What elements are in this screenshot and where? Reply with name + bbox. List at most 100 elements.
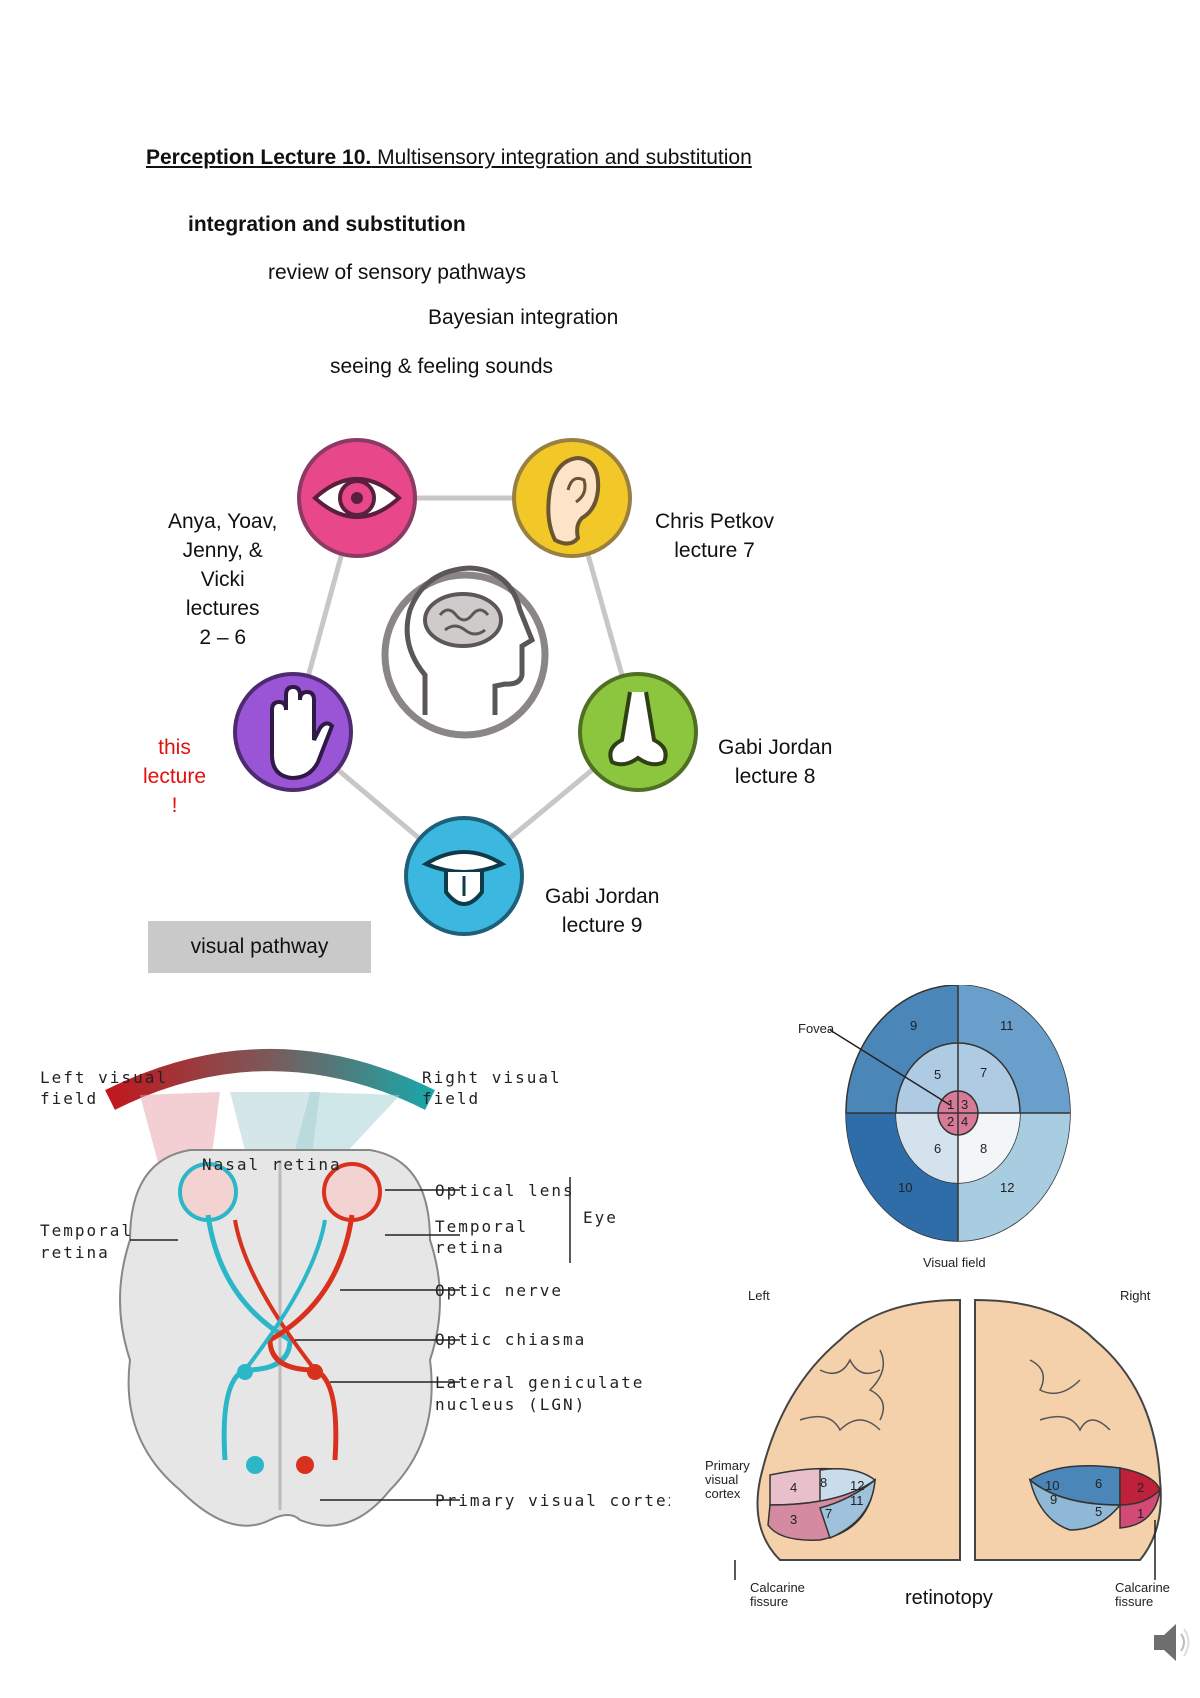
svg-text:Eye: Eye — [583, 1208, 618, 1227]
svg-text:4: 4 — [961, 1114, 968, 1129]
optical-lens-label: Optical lens — [435, 1181, 575, 1200]
retino-number: 2 — [1137, 1480, 1144, 1495]
svg-text:retina: retina — [40, 1243, 110, 1262]
vf-number: 9 — [910, 1018, 917, 1033]
svg-text:Optical lens: Optical lens — [435, 1181, 575, 1200]
hearing-label: Chris Petkov lecture 7 — [655, 507, 774, 565]
svg-text:6: 6 — [934, 1141, 941, 1156]
svg-text:10: 10 — [1045, 1478, 1059, 1493]
outline-item-seeing-feeling: seeing & feeling sounds — [330, 355, 553, 378]
speaker-icon[interactable] — [1150, 1620, 1190, 1665]
svg-text:8: 8 — [980, 1141, 987, 1156]
retino-number: 3 — [790, 1512, 797, 1527]
left-visual-field-label-2: field — [40, 1089, 98, 1108]
smell-label: Gabi Jordan lecture 8 — [718, 733, 832, 791]
lgn-label-2: nucleus (LGN) — [435, 1395, 586, 1414]
left-visual-field-label: Left visual — [40, 1068, 168, 1087]
visual-field-diagram: Fovea 9 11 5 7 1 3 2 4 6 8 10 12 Visual … — [798, 985, 1071, 1270]
svg-text:2: 2 — [947, 1114, 954, 1129]
svg-text:5: 5 — [934, 1067, 941, 1082]
vf-number: 8 — [980, 1141, 987, 1156]
svg-text:field: field — [422, 1089, 480, 1108]
temporal-retina-right-label-2: retina — [435, 1238, 505, 1257]
touch-label-line: ! — [171, 794, 178, 817]
svg-text:Optic nerve: Optic nerve — [435, 1281, 563, 1300]
retino-number: 7 — [825, 1506, 832, 1521]
temporal-retina-left-label: Temporal — [40, 1221, 133, 1240]
svg-text:Left visual: Left visual — [40, 1068, 168, 1087]
svg-text:6: 6 — [1095, 1476, 1102, 1491]
svg-text:Left: Left — [748, 1290, 770, 1303]
tongue-icon — [404, 816, 524, 936]
svg-text:8: 8 — [820, 1475, 827, 1490]
calcarine-left-label-2: fissure — [750, 1594, 788, 1609]
hearing-label-line: Chris Petkov — [655, 510, 775, 533]
svg-text:7: 7 — [980, 1065, 987, 1080]
hearing-label-line: lecture 7 — [674, 539, 755, 562]
svg-text:Right: Right — [1120, 1290, 1151, 1303]
optic-chiasma-label: Optic chiasma — [435, 1330, 586, 1349]
vf-number: 6 — [934, 1141, 941, 1156]
primary-visual-cortex-label: Primary visual cortex — [435, 1491, 670, 1510]
vision-label-line: Anya, Yoav, — [168, 510, 278, 533]
svg-text:11: 11 — [1000, 1018, 1014, 1033]
pvc-label-3: cortex — [705, 1486, 741, 1501]
right-visual-field-label-2: field — [422, 1089, 480, 1108]
pvc-label-2: visual — [705, 1472, 738, 1487]
svg-text:9: 9 — [910, 1018, 917, 1033]
title-rest: Multisensory integration and substitutio… — [371, 146, 752, 169]
vf-number: 4 — [961, 1114, 968, 1129]
svg-text:1: 1 — [1137, 1506, 1144, 1521]
svg-text:fissure: fissure — [1115, 1594, 1153, 1609]
vf-number: 5 — [934, 1067, 941, 1082]
lgn-label: Lateral geniculate — [435, 1373, 644, 1392]
svg-text:Visual field: Visual field — [923, 1255, 986, 1270]
retino-number: 12 — [850, 1478, 864, 1493]
taste-label-line: lecture 9 — [561, 914, 643, 937]
vf-number: 1 — [947, 1097, 954, 1112]
svg-text:12: 12 — [850, 1478, 864, 1493]
svg-text:4: 4 — [790, 1480, 797, 1495]
svg-text:fissure: fissure — [750, 1594, 788, 1609]
svg-text:2: 2 — [1137, 1480, 1144, 1495]
outline-item-review: review of sensory pathways — [268, 261, 526, 284]
optic-nerve-label: Optic nerve — [435, 1281, 563, 1300]
retino-number: 9 — [1050, 1492, 1057, 1507]
vision-label-line: Jenny, & — [182, 539, 263, 562]
visual-pathway-diagram: Left visual field Right visual field Nas… — [40, 1049, 670, 1527]
visual-pathway-button[interactable]: visual pathway — [148, 921, 371, 973]
svg-text:Primary: Primary — [705, 1458, 750, 1473]
senses-diagram — [233, 438, 698, 936]
svg-text:5: 5 — [1095, 1504, 1102, 1519]
vf-number: 2 — [947, 1114, 954, 1129]
retino-number: 1 — [1137, 1506, 1144, 1521]
retinotopy-caption: retinotopy — [905, 1587, 993, 1609]
touch-label-line: lecture — [143, 765, 207, 788]
vision-label-line: 2 – 6 — [199, 626, 247, 649]
nose-icon — [578, 672, 698, 792]
eye-icon — [297, 438, 417, 558]
ear-icon — [512, 438, 632, 558]
vision-label-line: Vicki — [200, 568, 245, 591]
eye-label: Eye — [583, 1208, 618, 1227]
retino-number: 6 — [1095, 1476, 1102, 1491]
svg-text:cortex: cortex — [705, 1486, 741, 1501]
vf-number: 3 — [961, 1097, 968, 1112]
touch-label: this lecture ! — [143, 733, 206, 820]
vision-label-line: lectures — [185, 597, 260, 620]
retino-number: 11 — [850, 1493, 864, 1508]
svg-text:7: 7 — [825, 1506, 832, 1521]
svg-text:retina: retina — [435, 1238, 505, 1257]
svg-text:3: 3 — [961, 1097, 968, 1112]
hand-icon — [233, 672, 353, 792]
svg-text:Calcarine: Calcarine — [1115, 1580, 1170, 1595]
svg-text:nucleus (LGN): nucleus (LGN) — [435, 1395, 586, 1414]
retinotopy-diagram: Left Right Primary visual cortex Calcari… — [705, 1290, 1170, 1609]
retino-number: 8 — [820, 1475, 827, 1490]
svg-text:visual: visual — [705, 1472, 738, 1487]
taste-label: Gabi Jordan lecture 9 — [545, 882, 659, 940]
right-visual-field-label: Right visual — [422, 1068, 562, 1087]
calcarine-right-label-2: fissure — [1115, 1594, 1153, 1609]
svg-text:Calcarine: Calcarine — [750, 1580, 805, 1595]
svg-text:Nasal retina: Nasal retina — [202, 1155, 342, 1174]
